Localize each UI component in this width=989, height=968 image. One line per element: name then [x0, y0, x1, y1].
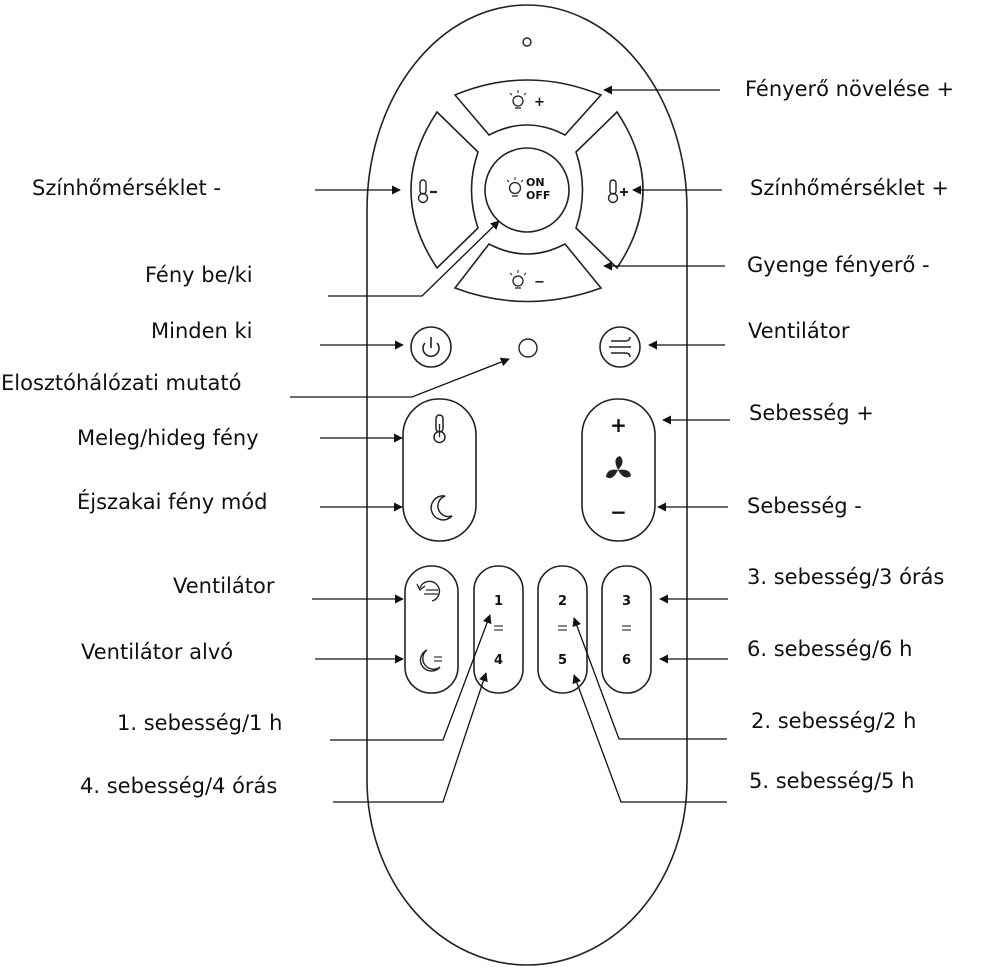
grid-indicator-led [518, 338, 538, 358]
speed-key-top-label: 3 [622, 594, 631, 609]
speed-minus-sign: − [610, 500, 627, 524]
label-fan-sleep: Ventilátor alvó [81, 640, 234, 664]
label-warm-cold-light: Meleg/hideg fény [77, 426, 259, 450]
bulb-icon [506, 177, 524, 197]
on-label: ON [526, 176, 545, 189]
label-speed-4: 4. sebesség/4 órás [80, 774, 278, 798]
label-fan: Ventilátor [748, 319, 850, 343]
label-fan-mode: Ventilátor [173, 574, 275, 598]
label-brightness-up: Fényerő növelése + [745, 77, 955, 101]
speed-plus-sign: + [610, 413, 627, 437]
warm-cold-light-button[interactable] [410, 405, 469, 460]
bulb-icon [509, 270, 527, 289]
fan-sleep-icon [419, 649, 442, 672]
timer-separator-icon [494, 625, 503, 631]
brightness-up-button[interactable]: + [453, 79, 603, 137]
all-off-button[interactable] [410, 326, 452, 368]
color-temp-up-button[interactable] [575, 110, 644, 270]
label-brightness-down: Gyenge fényerő - [747, 253, 930, 277]
speed-key-bottom-label: 6 [622, 653, 631, 668]
timer-separator-icon [622, 625, 631, 631]
speed-minus-button[interactable]: − [610, 500, 627, 524]
light-on-off-button[interactable]: ON OFF [484, 147, 570, 233]
moon-icon [430, 495, 453, 521]
speed-key-3-6[interactable]: 3 6 [601, 565, 652, 694]
wind-icon [609, 336, 631, 358]
off-label: OFF [526, 189, 550, 202]
light-mode-pill [402, 398, 477, 542]
label-speed-minus: Sebesség - [747, 494, 862, 518]
brightness-down-button[interactable]: − [453, 242, 603, 303]
label-color-temp-plus: Színhőmérséklet + [750, 176, 949, 200]
fan-sleep-button[interactable] [419, 649, 442, 672]
leader-light-on-off [328, 220, 500, 297]
label-speed-6: 6. sebesség/6 h [747, 637, 913, 661]
power-icon [422, 337, 440, 358]
speed-key-top-label: 1 [494, 594, 503, 609]
leader-grid-indicator [290, 357, 510, 398]
ir-emitter [522, 37, 532, 47]
thermometer-icon [417, 179, 437, 204]
fan-button[interactable] [599, 326, 641, 368]
label-color-temp-minus: Színhőmérséklet - [32, 176, 221, 200]
speed-key-2-5[interactable]: 2 5 [537, 565, 588, 694]
speed-key-bottom-label: 4 [494, 653, 503, 668]
label-speed-2: 2. sebesség/2 h [751, 709, 917, 733]
brightness-plus-sign: + [534, 95, 545, 110]
brightness-minus-sign: − [534, 275, 545, 290]
leader-speed-4 [333, 672, 488, 803]
fan-mode-pill [404, 565, 459, 694]
label-speed-plus: Sebesség + [749, 401, 874, 425]
color-temp-down-button[interactable] [410, 110, 479, 270]
label-grid-indicator: Elosztóhálózati mutató [1, 371, 242, 395]
thermometer-icon [433, 414, 446, 444]
bulb-icon [509, 90, 527, 109]
timer-separator-icon [558, 625, 567, 631]
leader-speed-1 [330, 614, 492, 741]
leader-speed-2 [572, 617, 727, 740]
label-speed-1: 1. sebesség/1 h [117, 711, 283, 735]
speed-key-top-label: 2 [558, 594, 567, 609]
label-light-on-off: Fény be/ki [145, 263, 253, 287]
fan-mode-button[interactable] [416, 580, 441, 602]
label-speed-5: 5. sebesség/5 h [749, 769, 915, 793]
speed-key-1-4[interactable]: 1 4 [473, 565, 524, 694]
thermometer-icon [607, 179, 628, 204]
leader-speed-5 [572, 674, 727, 803]
fan-blade-icon [606, 456, 631, 479]
night-light-button[interactable] [410, 480, 469, 535]
speed-key-bottom-label: 5 [558, 653, 567, 668]
label-all-off: Minden ki [151, 319, 253, 343]
leader-lines [290, 85, 730, 803]
label-speed-3: 3. sebesség/3 órás [747, 565, 945, 589]
fan-cycle-icon [416, 580, 441, 602]
label-night-light: Éjszakai fény mód [77, 490, 268, 514]
speed-plus-button[interactable]: + [610, 413, 627, 437]
